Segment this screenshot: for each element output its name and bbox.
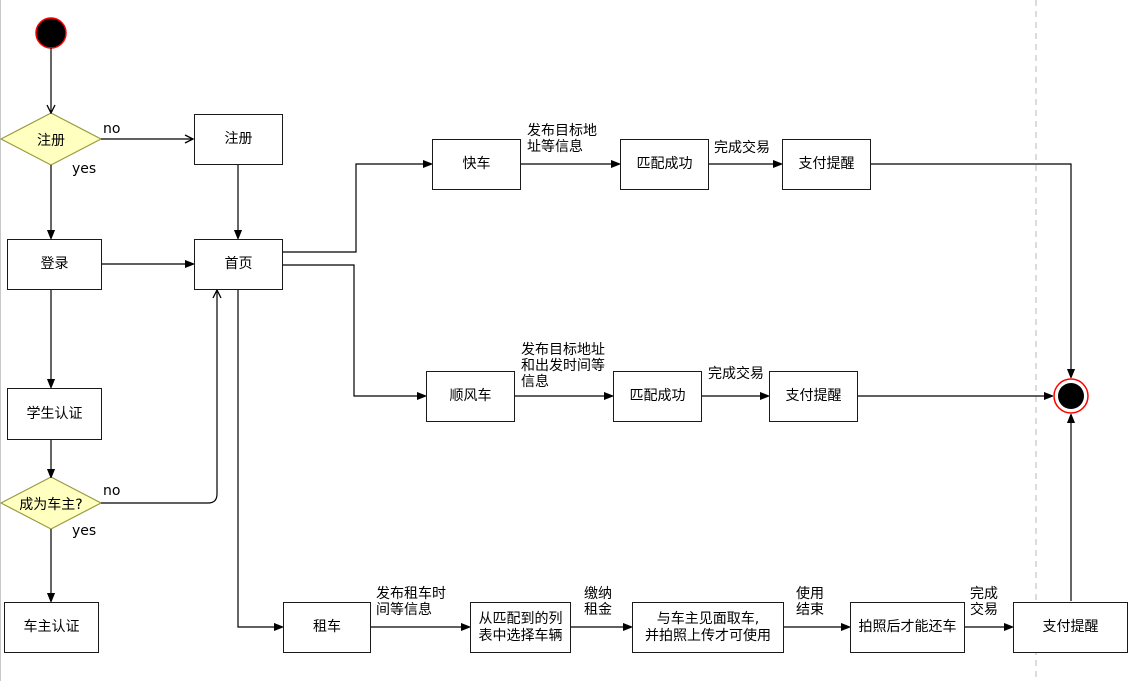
edge-label-carpool-post: 发布目标地址 和出发时间等 信息 <box>521 342 605 391</box>
end-node <box>1058 383 1084 409</box>
edge-label-express-post: 发布目标地 址等信息 <box>527 123 597 156</box>
node-home[interactable]: 首页 <box>194 239 283 290</box>
node-student-auth[interactable]: 学生认证 <box>7 388 102 440</box>
guard-no-1: no <box>103 121 121 137</box>
node-photo-return[interactable]: 拍照后才能还车 <box>850 602 965 653</box>
node-express[interactable]: 快车 <box>432 139 521 190</box>
guard-yes-2: yes <box>72 523 97 539</box>
guard-no-2: no <box>103 483 121 499</box>
node-register[interactable]: 注册 <box>194 114 283 165</box>
edge-label-rent-done: 完成 交易 <box>970 586 998 619</box>
node-pay-2[interactable]: 支付提醒 <box>769 371 858 422</box>
edge-home-express <box>283 164 431 253</box>
node-owner-auth[interactable]: 车主认证 <box>4 602 99 653</box>
edge-label-rent-end: 使用 结束 <box>796 586 824 619</box>
node-select-vehicle[interactable]: 从匹配到的列 表中选择车辆 <box>470 602 571 653</box>
edge-label-carpool-done: 完成交易 <box>708 366 764 382</box>
decision-owner-label: 成为车主? <box>19 497 83 513</box>
edge-label-express-done: 完成交易 <box>714 140 770 156</box>
guard-yes-1: yes <box>72 161 97 177</box>
edge-decision-no-home <box>101 290 217 504</box>
start-node <box>35 17 67 49</box>
node-login[interactable]: 登录 <box>7 239 102 290</box>
edge-pay1-end <box>870 163 1071 377</box>
node-match-2[interactable]: 匹配成功 <box>613 371 702 422</box>
node-rent[interactable]: 租车 <box>283 602 371 653</box>
edge-home-rent <box>237 290 282 627</box>
edge-label-rent-deposit: 缴纳 租金 <box>584 586 612 619</box>
node-pay-3[interactable]: 支付提醒 <box>1013 602 1128 653</box>
node-carpool[interactable]: 顺风车 <box>426 371 515 422</box>
node-match-1[interactable]: 匹配成功 <box>620 139 709 190</box>
node-meet-owner[interactable]: 与车主见面取车, 并拍照上传才可使用 <box>632 602 784 653</box>
edge-home-carpool <box>283 264 425 396</box>
decision-register-label: 注册 <box>37 133 65 149</box>
node-pay-1[interactable]: 支付提醒 <box>782 139 871 190</box>
edge-label-rent-post: 发布租车时 间等信息 <box>376 586 446 619</box>
